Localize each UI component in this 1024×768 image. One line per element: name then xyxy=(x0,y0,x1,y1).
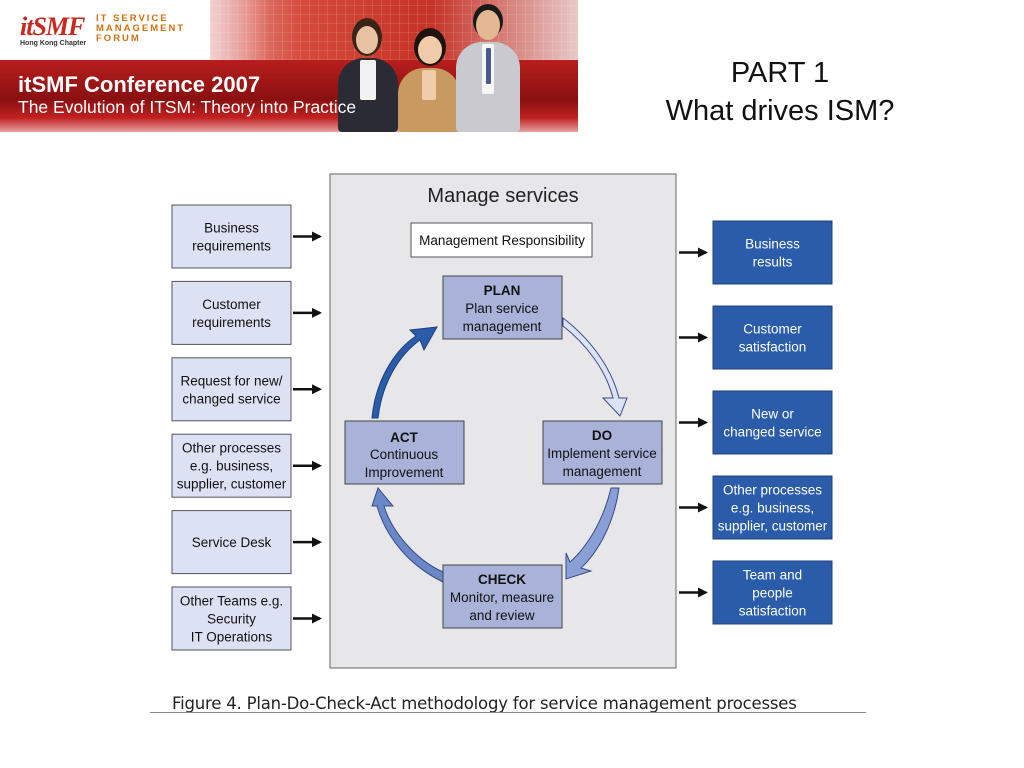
check-box: CHECK Monitor, measure and review xyxy=(442,564,563,629)
act-box: ACT Continuous Improvement xyxy=(344,420,465,485)
management-responsibility-label: Management Responsibility xyxy=(419,233,585,248)
input-box-4-line-2: e.g. business, xyxy=(190,459,273,474)
output-box-5-line-3: satisfaction xyxy=(739,604,807,619)
check-line-3: and review xyxy=(469,608,535,623)
input-box-3-line-1: Request for new/ xyxy=(180,373,282,388)
input-box-6: Other Teams e.g. Security IT Operations xyxy=(171,586,322,651)
input-box-6-line-2: Security xyxy=(207,612,256,627)
output-box-2-line-1: Customer xyxy=(743,322,802,337)
conference-subtitle: The Evolution of ITSM: Theory into Pract… xyxy=(18,97,357,117)
plan-box: PLAN Plan service management xyxy=(442,275,563,340)
act-line-3: Improvement xyxy=(365,465,444,480)
input-box-1-line-1: Business xyxy=(204,221,259,236)
logo-subtitle: Hong Kong Chapter xyxy=(20,40,87,47)
arrow-check-to-act xyxy=(371,486,444,583)
management-responsibility-box xyxy=(410,222,593,258)
forum-line-3: FORUM xyxy=(96,33,141,44)
person-left xyxy=(338,18,398,132)
output-box-3-line-1: New or xyxy=(751,407,794,422)
check-line-2: Monitor, measure xyxy=(450,590,554,605)
output-box-4-line-1: Other processes xyxy=(723,483,822,498)
output-box-5-line-1: Team and xyxy=(743,568,802,583)
input-box-1: Business requirements xyxy=(171,204,322,269)
arrow-act-to-plan xyxy=(371,326,438,419)
slide-title: PART 1 What drives ISM? xyxy=(600,54,960,130)
person-right xyxy=(456,4,520,132)
output-box-4-line-2: e.g. business, xyxy=(731,501,814,516)
output-box-2: Customer satisfaction xyxy=(679,305,833,370)
output-box-1: Business results xyxy=(679,220,833,285)
conference-title: itSMF Conference 2007 xyxy=(18,72,261,97)
input-box-5: Service Desk xyxy=(171,510,322,575)
manage-services-title: Manage services xyxy=(427,185,578,207)
caption-divider xyxy=(150,712,866,713)
input-box-6-line-1: Other Teams e.g. xyxy=(180,594,283,609)
output-box-4: Other processes e.g. business, supplier, c… xyxy=(679,475,833,540)
do-line-3: management xyxy=(563,464,642,479)
input-box-6-line-3: IT Operations xyxy=(191,630,273,645)
forum-wordmark: IT SERVICE MANAGEMENT FORUM xyxy=(96,14,185,44)
arrow-do-to-check xyxy=(565,487,620,580)
input-box-3-line-2: changed service xyxy=(182,391,280,406)
output-box-4-line-3: supplier, customer xyxy=(718,519,828,534)
output-box-1-line-1: Business xyxy=(745,237,800,252)
conference-banner: itSMF Hong Kong Chapter IT SERVICE MANAG… xyxy=(0,0,578,132)
input-box-4-line-1: Other processes xyxy=(182,441,281,456)
input-box-2: Customer requirements xyxy=(171,280,322,345)
arrow-plan-to-do xyxy=(562,316,628,417)
slide-title-line-2: What drives ISM? xyxy=(665,95,895,127)
input-box-2-line-1: Customer xyxy=(202,297,261,312)
itsmf-logo: itSMF xyxy=(20,12,85,41)
input-box-3: Request for new/changed service xyxy=(171,357,322,422)
input-box-5-line-1: Service Desk xyxy=(192,535,272,550)
slide-title-line-1: PART 1 xyxy=(730,57,830,89)
plan-label: PLAN xyxy=(484,283,521,298)
output-box-2-line-2: satisfaction xyxy=(739,340,807,355)
output-box-1-line-2: results xyxy=(753,255,793,270)
act-label: ACT xyxy=(390,430,418,445)
input-box-1-line-2: requirements xyxy=(192,239,271,254)
figure-caption: Figure 4. Plan-Do-Check-Act methodology … xyxy=(172,694,797,713)
check-label: CHECK xyxy=(478,572,526,587)
plan-line-3: management xyxy=(463,319,542,334)
input-box-4: Other processes e.g. business, supplier, c… xyxy=(171,433,322,498)
output-box-3-line-2: changed service xyxy=(723,425,821,440)
plan-line-2: Plan service xyxy=(465,301,539,316)
output-box-3: New or changed service xyxy=(679,390,833,455)
do-line-2: Implement service xyxy=(547,446,657,461)
act-line-2: Continuous xyxy=(370,447,439,462)
input-box-4-line-3: supplier, customer xyxy=(177,477,287,492)
person-middle xyxy=(398,28,460,132)
do-label: DO xyxy=(592,428,612,443)
input-boxes: BusinessrequirementsCustomerrequirements… xyxy=(171,204,322,651)
input-box-2-line-2: requirements xyxy=(192,315,271,330)
forum-line-2: MANAGEMENT xyxy=(96,23,186,34)
do-box: DO Implement service management xyxy=(542,420,663,485)
forum-line-1: IT SERVICE xyxy=(96,13,169,24)
output-box-5-line-2: people xyxy=(752,586,793,601)
output-box-5: Team and people satisfaction xyxy=(679,560,833,625)
